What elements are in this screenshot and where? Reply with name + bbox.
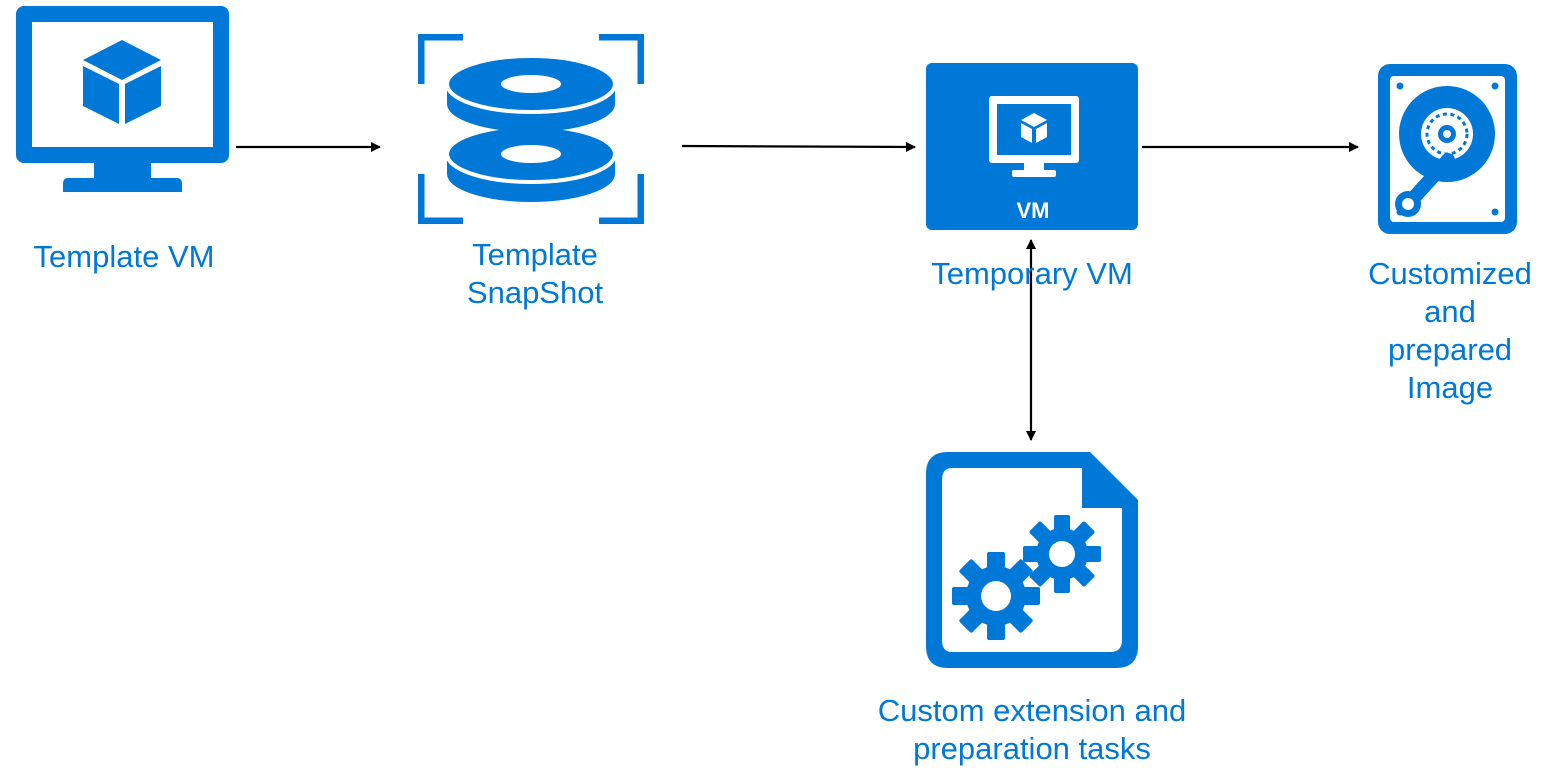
arrow-snapshot-to-temporary-vm <box>681 141 916 152</box>
custom-tasks-label: Custom extension and preparation tasks <box>877 693 1187 766</box>
prepared-image-label: Customized and prepared Image <box>1368 256 1532 405</box>
template-snapshot-label: Template SnapShot <box>466 237 604 310</box>
gear-document-icon <box>926 452 1138 668</box>
disk-snapshot-icon <box>418 34 644 224</box>
vm-tile-icon: VM <box>926 63 1138 230</box>
temporary-vm-label: Temporary VM <box>931 256 1133 291</box>
monitor-cube-icon <box>16 6 229 192</box>
vm-badge-text: VM <box>1017 198 1050 223</box>
hard-drive-icon <box>1378 64 1517 234</box>
template-vm-label: Template VM <box>33 239 215 274</box>
